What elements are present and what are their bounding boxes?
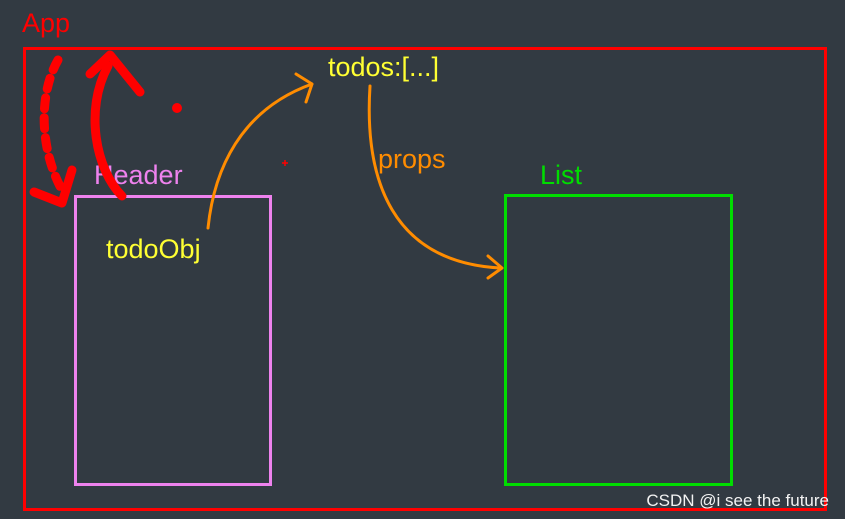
orange-arrowhead-right — [486, 254, 504, 280]
red-dashed-arrowhead — [29, 165, 77, 208]
red-solid-arrow — [90, 61, 127, 201]
todos-state-label: todos:[...] — [328, 52, 440, 82]
header-component-box — [74, 195, 272, 486]
watermark: CSDN @i see the future — [646, 491, 829, 510]
red-dot — [172, 103, 182, 113]
red-cross — [282, 160, 288, 166]
app-component-box — [23, 47, 827, 511]
red-dashed-arrow — [39, 55, 67, 195]
props-label: props — [378, 144, 446, 174]
orange-arrowhead-top — [294, 72, 314, 104]
app-label: App — [22, 8, 71, 38]
orange-arrow-todos-to-list — [367, 84, 502, 270]
red-solid-arrowhead — [85, 50, 145, 97]
list-label: List — [540, 160, 583, 190]
todoobj-label: todoObj — [106, 234, 201, 264]
list-component-box — [504, 194, 733, 486]
orange-arrow-todoobj-to-todos — [206, 82, 314, 230]
